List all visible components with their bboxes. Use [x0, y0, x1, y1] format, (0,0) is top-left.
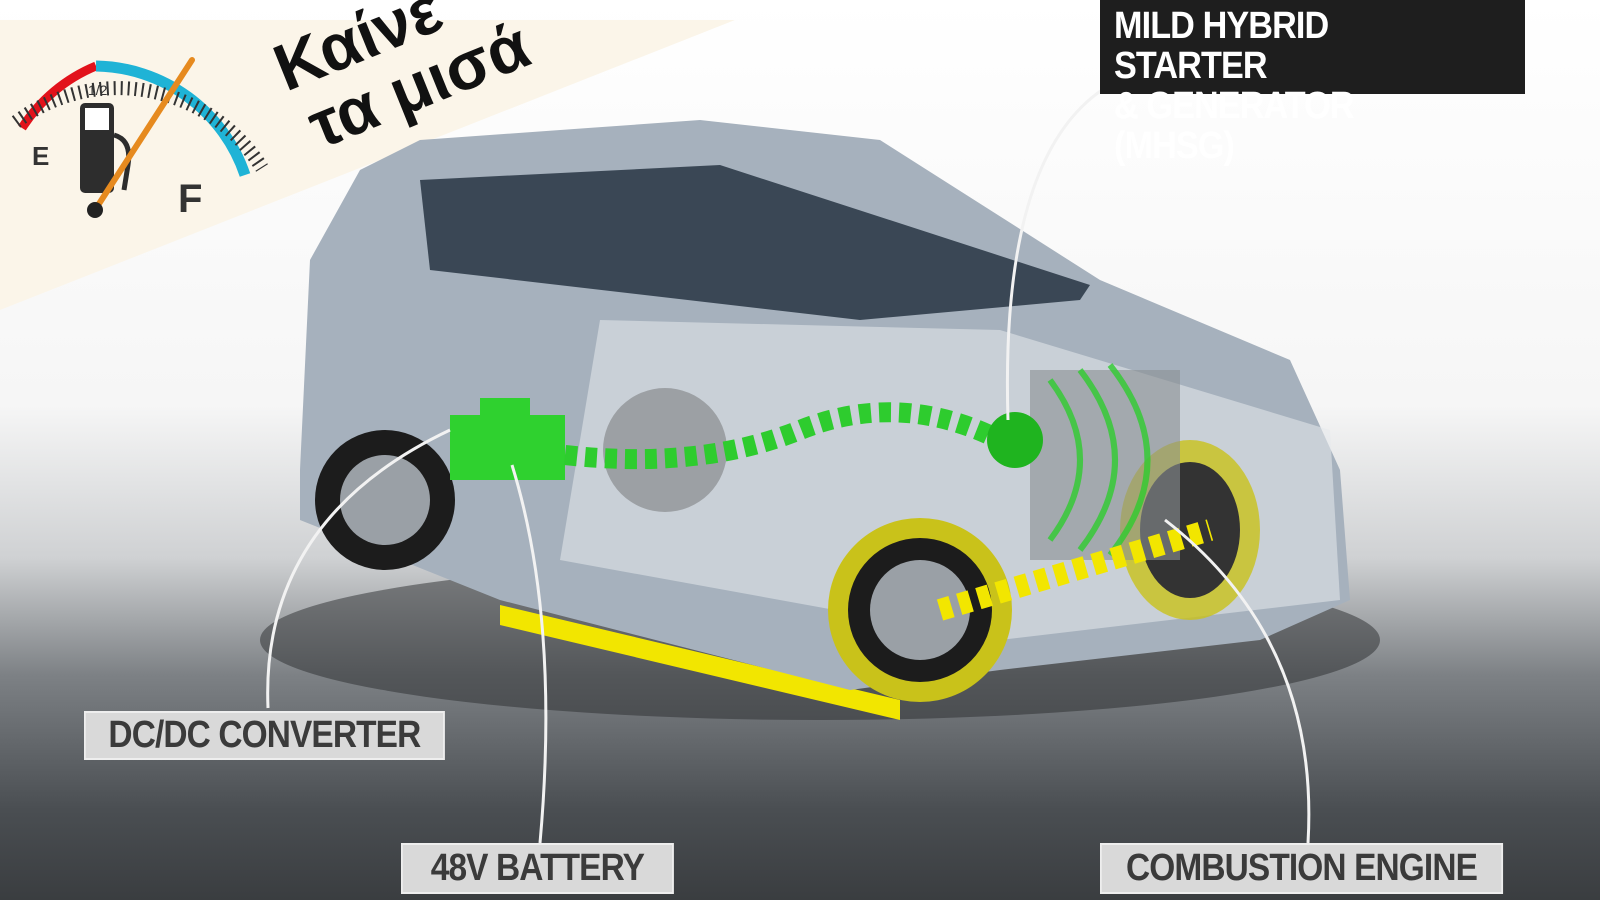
energy-flow	[450, 363, 1214, 621]
ground-energy-arrows	[500, 605, 900, 720]
label-combustion-engine: COMBUSTION ENGINE	[1100, 843, 1504, 894]
label-mhsg: MILD HYBRID STARTER & GENERATOR (MHSG)	[1100, 0, 1525, 166]
gauge-empty-label: E	[32, 141, 49, 171]
label-dcdc-converter: DC/DC CONVERTER	[84, 711, 445, 760]
label-mhsg-line-1: MILD HYBRID STARTER	[1114, 5, 1329, 87]
car	[300, 120, 1350, 702]
label-mhsg-line-2: & GENERATOR (MHSG)	[1114, 85, 1355, 167]
fuel-pump-icon	[80, 103, 132, 193]
gauge-full-label: F	[178, 177, 202, 221]
callout-lines	[266, 88, 1311, 844]
gauge-needle	[92, 57, 195, 213]
fuel-gauge: 1/2 E F	[11, 57, 268, 221]
label-48v-battery: 48V BATTERY	[401, 843, 674, 894]
gauge-half-label: 1/2	[88, 82, 108, 98]
